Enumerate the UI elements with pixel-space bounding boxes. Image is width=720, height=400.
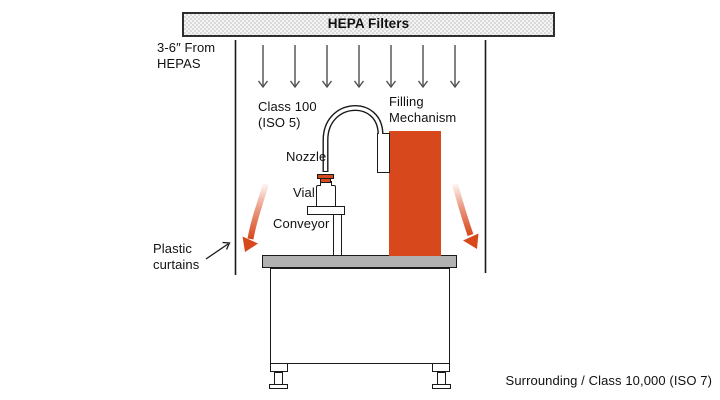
air-exit-arrow-right-icon	[452, 183, 479, 249]
airflow-down-arrows-icon	[257, 45, 461, 89]
plastic-curtains-label: Plastic curtains	[153, 241, 200, 272]
plastic-curtains-pointer-arrow	[205, 241, 231, 260]
conveyor-label: Conveyor	[273, 216, 330, 231]
filling-tube	[322, 105, 384, 172]
table-leg-right	[432, 363, 450, 372]
conveyor-platform	[307, 206, 345, 215]
surrounding-class-label: Surrounding / Class 10,000 (ISO 7)	[505, 373, 712, 388]
hepa-filter-label: HEPA Filters	[327, 16, 410, 32]
air-exit-arrow-left-icon	[242, 183, 269, 252]
filling-mechanism-connector	[377, 133, 390, 173]
hepa-filter-box: HEPA Filters	[182, 12, 555, 37]
nozzle-label: Nozzle	[286, 149, 327, 164]
table-body	[270, 268, 450, 364]
vial-label: Vial	[293, 185, 315, 200]
vial-body	[316, 185, 336, 207]
table-foot-base-right	[432, 384, 451, 389]
vial-cap	[320, 178, 331, 183]
table-foot-base-left	[269, 384, 288, 389]
hepa-distance-label: 3-6″ From HEPAS	[157, 40, 216, 71]
conveyor-post	[333, 214, 342, 258]
table-leg-left	[270, 363, 288, 372]
filling-mechanism-label: Filling Mechanism	[389, 94, 457, 125]
filling-mechanism-unit	[389, 131, 441, 256]
table-top	[262, 255, 457, 268]
class-100-iso5-label: Class 100 (ISO 5)	[258, 99, 317, 130]
